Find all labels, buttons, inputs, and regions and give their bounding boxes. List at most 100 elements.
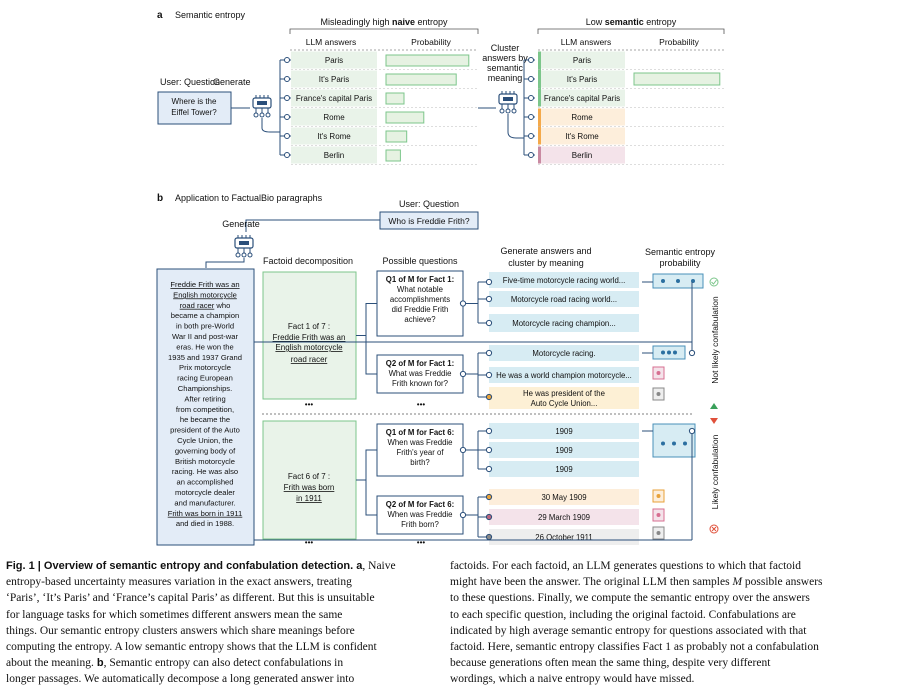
answer-node xyxy=(485,278,493,286)
paragraph-line: Prix motorcycle xyxy=(179,363,231,372)
paragraph-text: who xyxy=(214,301,230,310)
caption-line: because generations often mean the same … xyxy=(450,657,771,670)
answer-node xyxy=(485,533,493,541)
paragraph-line: English motorcycle xyxy=(173,290,237,299)
paragraph-line: 1935 and 1937 Grand xyxy=(168,353,242,362)
down-triangle-icon xyxy=(710,418,718,424)
heading-part: Misleadingly high xyxy=(320,17,392,27)
question-line: What notable xyxy=(397,285,443,294)
caption-text: might have been the answer. The original… xyxy=(450,576,733,589)
question-output-node xyxy=(459,370,467,378)
answer-node xyxy=(485,393,493,401)
paragraph-line: and died in 1988. xyxy=(176,519,234,528)
caption-panel-a-ref: a xyxy=(353,560,363,572)
semantic-answer-text: Paris xyxy=(573,56,591,65)
caption-line: factoid. Here, semantic entropy classifi… xyxy=(450,641,819,654)
paragraph-line: racing European xyxy=(177,374,233,383)
answer-text: He was president of the xyxy=(523,389,605,398)
cluster-label: semantic xyxy=(487,63,524,73)
question-line: What was Freddie xyxy=(389,369,452,378)
naive-answer-cell xyxy=(291,70,377,88)
cluster-label: Cluster xyxy=(491,43,520,53)
question-line: Frith known for? xyxy=(392,379,449,388)
entropy-dot xyxy=(673,350,677,355)
generate-column-header: cluster by meaning xyxy=(508,258,584,268)
llm-chip-node xyxy=(241,252,247,258)
caption-line: entropy-based uncertainty measures varia… xyxy=(6,576,352,589)
llm-chip-node xyxy=(499,108,505,114)
llm-chip-node xyxy=(265,112,271,118)
paragraph-line: eras. He won the xyxy=(176,342,233,351)
low-entropy-heading: Low semantic entropy xyxy=(586,17,677,27)
answer-text: 1909 xyxy=(555,465,572,474)
paragraph-line: motorcycle dealer xyxy=(175,488,235,497)
caption-text: , Semantic entropy can also detect confa… xyxy=(103,657,344,670)
side-label-not-likely: Not likely confabulation xyxy=(710,296,720,384)
naive-answer-cell xyxy=(291,89,377,107)
naive-answer-text: France's capital Paris xyxy=(296,94,372,103)
answer-box xyxy=(489,461,639,477)
llm-chip-core xyxy=(503,97,513,101)
paragraph-underlined: road racer xyxy=(180,301,215,310)
factoid-box xyxy=(262,271,357,400)
answer-node xyxy=(485,371,493,379)
semantic-answer-cell xyxy=(541,108,625,126)
question-line: birth? xyxy=(410,458,430,467)
entropy-dot xyxy=(656,513,661,517)
caption-line: factoids. For each factoid, an LLM gener… xyxy=(450,560,801,572)
naive-probability-bar xyxy=(385,149,401,162)
factoid-question-connector xyxy=(356,303,377,336)
answer-node xyxy=(284,95,290,101)
answer-node xyxy=(284,133,290,139)
up-triangle-icon xyxy=(710,403,718,409)
caption-line: computing the entropy. A low semantic en… xyxy=(6,641,377,654)
naive-answer-text: It's Rome xyxy=(317,132,351,141)
question-line: Frith's year of xyxy=(397,448,445,457)
caption-line: to these questions. Finally, we compute … xyxy=(450,592,810,605)
entropy-column-header: Semantic entropy xyxy=(645,247,716,257)
question-title: Q1 of M for Fact 1: xyxy=(386,275,454,284)
question-line: Frith born? xyxy=(401,520,439,529)
factoid-question-connector xyxy=(356,479,377,516)
caption-italic-m: M xyxy=(732,576,743,589)
entropy-dot xyxy=(661,350,665,355)
caption-line: indicated by high average semantic entro… xyxy=(450,624,807,637)
answer-box xyxy=(489,489,639,505)
cluster-label: meaning xyxy=(488,73,523,83)
llm-chip-core xyxy=(257,101,267,105)
llm-chip-node xyxy=(511,108,517,114)
entropy-dot xyxy=(676,279,680,283)
paragraph-line: Frith was born in 1911 xyxy=(168,509,243,518)
answer-box xyxy=(489,272,639,288)
naive-heading-bracket xyxy=(289,28,479,34)
answer-node xyxy=(284,57,290,63)
heading-part: entropy xyxy=(415,17,448,27)
semantic-probability-header: Probability xyxy=(659,37,699,47)
answer-node xyxy=(528,76,534,82)
question-line: When was Freddie xyxy=(387,510,452,519)
answer-text: Motorcycle road racing world... xyxy=(511,295,617,304)
naive-answer-text: It's Paris xyxy=(319,75,349,84)
paragraph-line: in both pre-World xyxy=(176,322,234,331)
question-card xyxy=(376,423,464,477)
generate-column-header: Generate answers and xyxy=(500,246,591,256)
caption-left: Fig. 1 | Overview of semantic entropy an… xyxy=(6,558,446,688)
question-output-node xyxy=(459,511,467,519)
answer-box xyxy=(489,423,639,439)
answer-text: 30 May 1909 xyxy=(541,493,586,502)
question-text: Where is the xyxy=(172,97,217,106)
paragraph-line: War II and post-war xyxy=(172,332,238,341)
naive-probability-bar xyxy=(385,130,408,143)
factoid-ellipsis: ••• xyxy=(305,538,314,547)
semantic-answer-text: It's Paris xyxy=(567,75,597,84)
answer-text: 29 March 1909 xyxy=(538,513,590,522)
generate-connector xyxy=(205,258,245,268)
factoid-box xyxy=(262,420,357,540)
naive-answer-cell xyxy=(291,108,377,126)
heading-bold: naive xyxy=(392,17,415,27)
naive-answer-cell xyxy=(291,51,377,69)
question-arrow xyxy=(245,219,380,232)
naive-answer-text: Rome xyxy=(323,113,345,122)
factoid-label: Fact 1 of 7 : xyxy=(288,322,330,331)
